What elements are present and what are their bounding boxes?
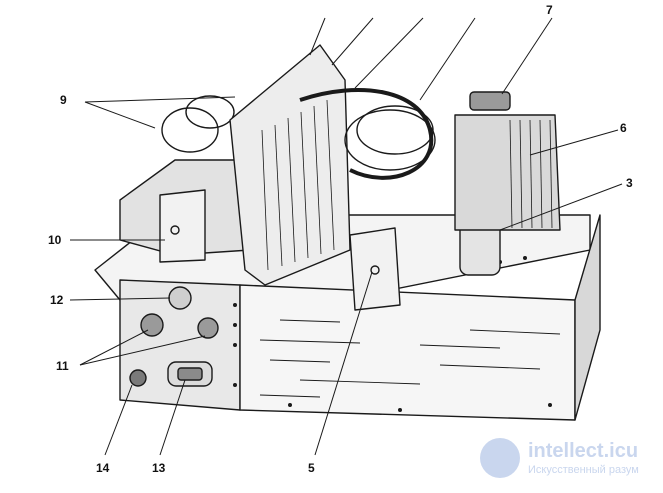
knob-right bbox=[197, 317, 219, 339]
flex-cable bbox=[299, 88, 434, 180]
shield-6 bbox=[454, 114, 561, 231]
watermark-brand: intellect.icu bbox=[528, 440, 639, 462]
bracket-10 bbox=[159, 189, 206, 263]
coil-loop-9b bbox=[185, 95, 235, 129]
callout-12: 12 bbox=[50, 293, 64, 307]
chassis-side-panel bbox=[239, 284, 576, 421]
callout-3: 3 bbox=[626, 176, 633, 190]
callout-14: 14 bbox=[96, 461, 110, 475]
callout-7: 7 bbox=[546, 3, 553, 17]
callout-6: 6 bbox=[620, 121, 627, 135]
watermark-logo-icon bbox=[480, 438, 520, 478]
right-coil-ring bbox=[344, 109, 436, 171]
watermark-tagline: Искусственный разум bbox=[528, 464, 639, 476]
callout-13: 13 bbox=[152, 461, 166, 475]
callout-10: 10 bbox=[48, 233, 62, 247]
callout-9: 9 bbox=[60, 93, 67, 107]
chassis-right-end bbox=[574, 214, 601, 421]
coil-loop-9a bbox=[161, 107, 219, 153]
bracket-5 bbox=[349, 227, 401, 311]
knob-upper bbox=[168, 286, 192, 310]
knob-left bbox=[140, 313, 164, 337]
callout-11: 11 bbox=[56, 359, 69, 373]
jack-14 bbox=[129, 369, 147, 387]
callout-5: 5 bbox=[308, 461, 315, 475]
connector-7 bbox=[469, 91, 511, 111]
